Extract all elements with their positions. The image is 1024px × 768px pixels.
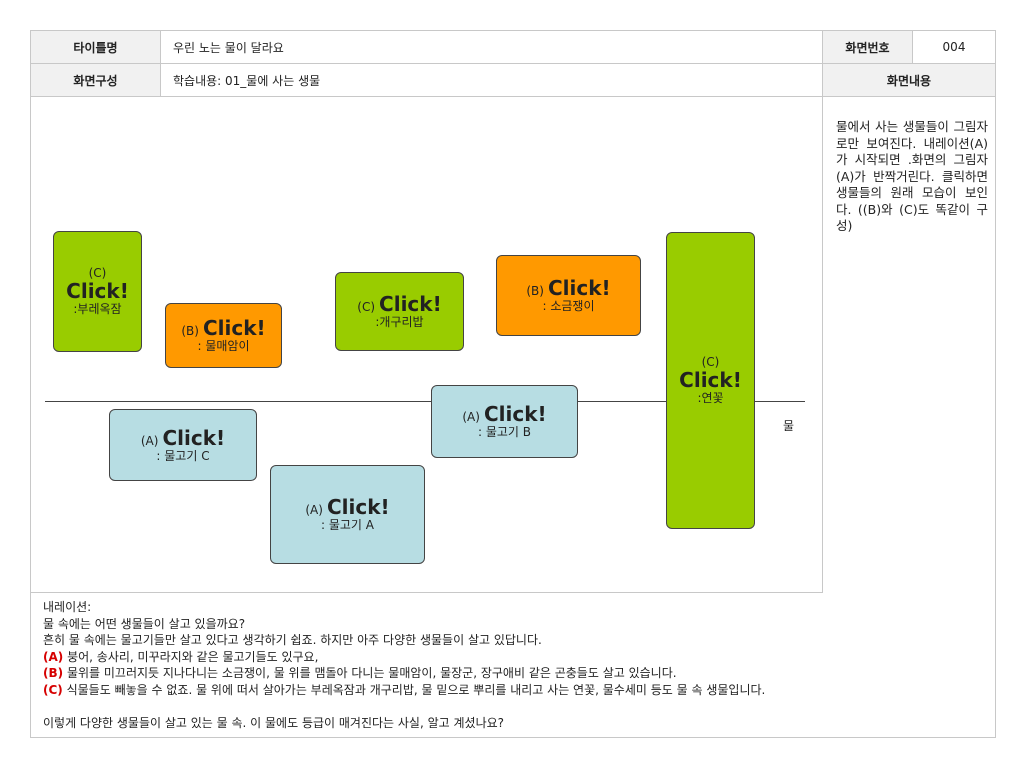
narration-line-a: (A) 붕어, 송사리, 미꾸라지와 같은 물고기들도 있구요,: [43, 649, 983, 666]
narration: 내레이션: 물 속에는 어떤 생물들이 살고 있을까요? 흔히 물 속에는 물고…: [43, 599, 983, 731]
water-surface-line: [45, 401, 805, 402]
water-label: 물: [783, 419, 795, 433]
click-label: Click!: [66, 279, 129, 303]
composition-value: 학습내용: 01_물에 사는 생물: [161, 64, 823, 97]
organism-name: : 소금쟁이: [542, 299, 595, 313]
click-label: Click!: [379, 292, 442, 316]
box-tag: (C): [701, 355, 720, 369]
text-b: 물위를 미끄러지듯 지나다니는 소금쟁이, 물 위를 맴돌아 다니는 물매암이,…: [63, 666, 677, 680]
box-tag: (B): [181, 324, 199, 338]
narration-line-c: (C) 식물들도 빼놓을 수 없죠. 물 위에 떠서 살아가는 부레옥잠과 개구…: [43, 682, 983, 699]
narration-line-1: 물 속에는 어떤 생물들이 살고 있을까요?: [43, 616, 246, 631]
screen-description: 물에서 사는 생물들이 그림자로만 보여진다. 내레이션(A)가 시작되면 .화…: [836, 119, 988, 233]
click-label: Click!: [326, 495, 390, 519]
click-label: Click!: [202, 316, 266, 340]
composition-label: 화면구성: [31, 64, 161, 97]
narration-closing: 이렇게 다양한 생물들이 살고 있는 물 속. 이 물에도 등급이 매겨진다는 …: [43, 715, 505, 730]
sogeumjaengi-button[interactable]: (B)Click! : 소금쟁이: [496, 255, 641, 336]
fish-a-button[interactable]: (A)Click! : 물고기 A: [270, 465, 425, 564]
box-tag: (A): [462, 410, 480, 424]
click-label: Click!: [162, 425, 226, 450]
gaeguribap-button[interactable]: (C)Click! :개구리밥: [335, 272, 464, 351]
title-value: 우린 노는 물이 달라요: [161, 31, 823, 64]
screen-no-label: 화면번호: [823, 31, 913, 64]
tag-c: (C): [43, 682, 63, 697]
organism-name: : 물고기 A: [320, 518, 374, 532]
storyboard-frame: 타이틀명 우린 노는 물이 달라요 화면번호 004 화면구성 학습내용: 01…: [30, 30, 996, 738]
organism-name: :부레옥잠: [73, 302, 122, 316]
box-tag: (B): [526, 284, 544, 298]
box-tag: (A): [305, 503, 323, 517]
organism-name: : 물고기 B: [477, 425, 532, 439]
organism-name: :개구리밥: [375, 315, 424, 329]
text-c: 식물들도 빼놓을 수 없죠. 물 위에 떠서 살아가는 부레옥잠과 개구리밥, …: [62, 682, 766, 697]
organism-name: : 물매암이: [197, 339, 250, 353]
content-label: 화면내용: [823, 64, 995, 97]
narration-line-b: (B) 물위를 미끄러지듯 지나다니는 소금쟁이, 물 위를 맴돌아 다니는 물…: [43, 665, 983, 682]
text-a: 붕어, 송사리, 미꾸라지와 같은 물고기들도 있구요,: [63, 649, 319, 664]
organism-name: :연꽃: [697, 391, 724, 405]
narration-spacer: [43, 698, 983, 715]
click-label: Click!: [547, 276, 611, 300]
narration-line-2: 흔히 물 속에는 물고기들만 살고 있다고 생각하기 쉽죠. 하지만 아주 다양…: [43, 633, 542, 647]
box-tag: (C): [357, 300, 376, 314]
box-tag: (A): [140, 433, 159, 448]
fish-b-button[interactable]: (A)Click! : 물고기 B: [431, 385, 578, 458]
scene-canvas: 물 (C) Click! :부레옥잠 (B)Click! : 물매암이 (C)C…: [31, 97, 823, 593]
click-label: Click!: [679, 368, 742, 392]
organism-name: : 물고기 C: [156, 448, 210, 463]
narration-heading: 내레이션:: [43, 600, 92, 614]
fish-c-button[interactable]: (A)Click! : 물고기 C: [109, 409, 257, 481]
lotus-button[interactable]: (C) Click! :연꽃: [666, 232, 755, 529]
box-tag: (C): [88, 266, 107, 280]
mulmaeami-button[interactable]: (B)Click! : 물매암이: [165, 303, 282, 368]
click-label: Click!: [483, 402, 547, 426]
screen-no-value: 004: [913, 31, 995, 64]
tag-b: (B): [43, 666, 64, 680]
title-label: 타이틀명: [31, 31, 161, 64]
tag-a: (A): [43, 649, 64, 664]
buraeokjam-button[interactable]: (C) Click! :부레옥잠: [53, 231, 142, 352]
